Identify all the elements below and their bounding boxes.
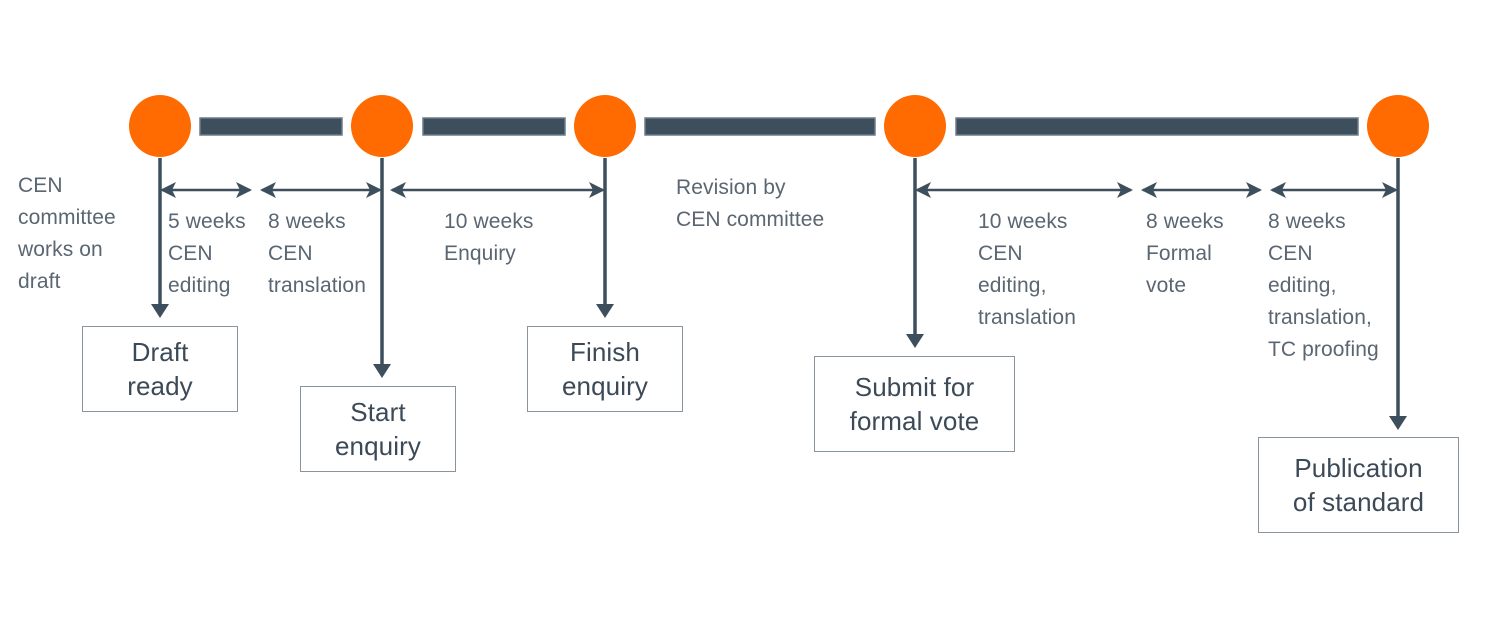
duration-cen-editing-translation-arrowhead-start-icon <box>915 182 931 198</box>
box-publication-standard[interactable]: Publication of standard <box>1258 437 1459 533</box>
bar-vote-to-publication <box>955 117 1359 136</box>
box-draft-ready[interactable]: Draft ready <box>82 326 238 412</box>
duration-cen-editing-proofing-arrowhead-start-icon <box>1270 182 1286 198</box>
duration-formal-vote-arrowhead-start-icon <box>1141 182 1157 198</box>
finish-enquiry-node[interactable] <box>574 95 636 157</box>
duration-cen-editing-arrowhead-end-icon <box>236 182 252 198</box>
milestone-nodes-layer <box>129 95 1429 157</box>
duration-cen-translation-arrowhead-end-icon <box>366 182 382 198</box>
duration-cen-translation-arrowhead-start-icon <box>260 182 276 198</box>
duration-cen-editing-translation-arrowhead-end-icon <box>1117 182 1133 198</box>
box-start-enquiry[interactable]: Start enquiry <box>300 386 456 472</box>
duration-cen-editing-proofing-arrowhead-end-icon <box>1382 182 1398 198</box>
start-enquiry-node[interactable] <box>351 95 413 157</box>
guide-lines-layer <box>151 158 1407 430</box>
duration-arrows-layer <box>160 182 1398 198</box>
guide-publication-arrowhead-icon <box>1389 416 1407 430</box>
box-submit-formal-vote-label: Submit for formal vote <box>849 372 980 436</box>
box-finish-enquiry[interactable]: Finish enquiry <box>527 326 683 412</box>
formal-vote-node[interactable] <box>884 95 946 157</box>
guide-formal-vote-arrowhead-icon <box>906 334 924 348</box>
stage-note-revision: Revision by CEN committee <box>676 176 825 231</box>
publication-node[interactable] <box>1367 95 1429 157</box>
box-draft-ready-label: Draft ready <box>127 337 193 401</box>
duration-cen-editing-translation-label: 10 weeks CEN editing, translation <box>978 210 1076 329</box>
guide-start-enquiry-arrowhead-icon <box>373 364 391 378</box>
duration-formal-vote-arrowhead-end-icon <box>1246 182 1262 198</box>
duration-cen-editing-arrowhead-start-icon <box>160 182 176 198</box>
duration-cen-editing-proofing-label: 8 weeks CEN editing, translation, TC pro… <box>1268 210 1379 361</box>
connector-bars-layer <box>199 117 1359 136</box>
duration-formal-vote-label: 8 weeks Formal vote <box>1146 210 1224 297</box>
duration-cen-editing-label: 5 weeks CEN editing <box>168 210 246 297</box>
guide-finish-enquiry-arrowhead-icon <box>596 304 614 318</box>
bar-draft-to-enquiry <box>199 117 343 136</box>
stage-note-cen-committee: CEN committee works on draft <box>18 174 116 293</box>
duration-enquiry-arrowhead-end-icon <box>589 182 605 198</box>
box-submit-formal-vote[interactable]: Submit for formal vote <box>814 356 1015 452</box>
draft-ready-node[interactable] <box>129 95 191 157</box>
box-finish-enquiry-label: Finish enquiry <box>562 337 648 401</box>
guide-draft-arrowhead-icon <box>151 304 169 318</box>
box-start-enquiry-label: Start enquiry <box>335 397 421 461</box>
box-publication-standard-label: Publication of standard <box>1292 453 1425 517</box>
bar-enquiry-to-finish <box>422 117 566 136</box>
duration-cen-translation-label: 8 weeks CEN translation <box>268 210 366 297</box>
duration-enquiry-label: 10 weeks Enquiry <box>444 210 534 265</box>
bar-finish-to-vote <box>644 117 876 136</box>
duration-enquiry-arrowhead-start-icon <box>390 182 406 198</box>
